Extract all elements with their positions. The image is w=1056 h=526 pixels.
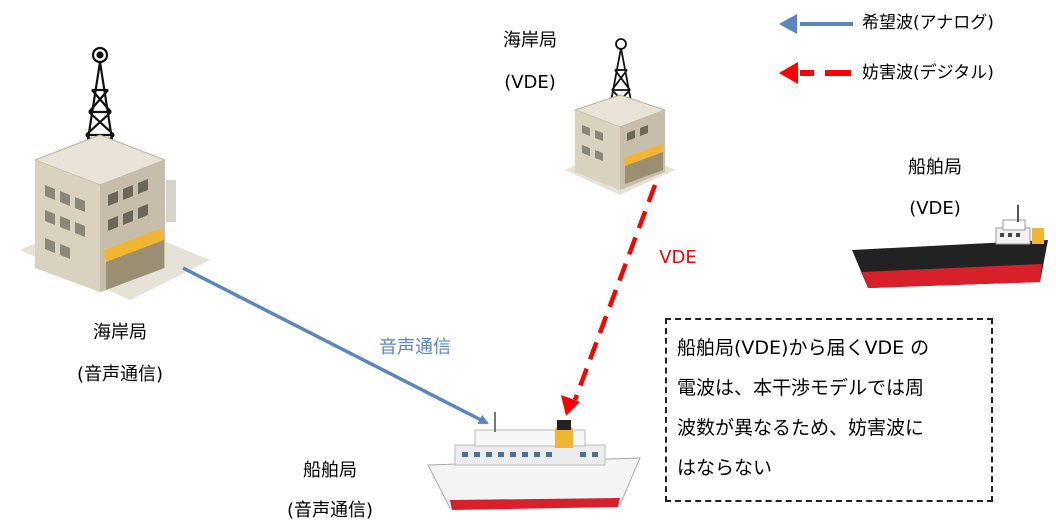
legend-desired-label: 希望波(アナログ) — [862, 13, 994, 33]
coast-station-voice-building-icon — [20, 46, 210, 300]
ship-station-voice-vessel-icon — [427, 412, 641, 510]
coast-station-vde-name: 海岸局 — [503, 30, 557, 51]
desired-wave-arrow — [182, 266, 489, 425]
note-line: 船舶局(VDE)から届くVDE の — [677, 337, 930, 359]
note-box: 船舶局(VDE)から届くVDE の 電波は、本干渉モデルでは周 波数が異なるため… — [665, 318, 993, 502]
coast-station-voice-name: 海岸局 — [93, 322, 147, 343]
ship-station-vde-type: (VDE) — [909, 198, 961, 219]
legend-desired-swatch — [779, 14, 853, 34]
legend-interference-swatch — [779, 62, 851, 84]
ship-station-voice-name: 船舶局 — [303, 460, 357, 481]
coast-station-vde-type: (VDE) — [504, 72, 556, 93]
coast-station-vde-building-icon — [565, 38, 675, 195]
legend-interference-label: 妨害波(デジタル) — [862, 63, 994, 83]
voice-link-label: 音声通信 — [379, 337, 451, 358]
note-line: はならない — [677, 457, 773, 479]
coast-station-voice-type: (音声通信) — [76, 364, 164, 385]
ship-station-vde-name: 船舶局 — [908, 157, 962, 178]
interference-wave-arrow — [572, 184, 658, 401]
note-line: 電波は、本干渉モデルでは周 — [677, 377, 925, 399]
note-line: 波数が異なるため、妨害波に — [677, 417, 925, 439]
interference-wave-arrowhead — [561, 395, 580, 416]
ship-station-voice-type: (音声通信) — [286, 500, 374, 521]
ship-station-vde-vessel-icon — [852, 205, 1048, 288]
vde-link-label: VDE — [659, 247, 697, 268]
